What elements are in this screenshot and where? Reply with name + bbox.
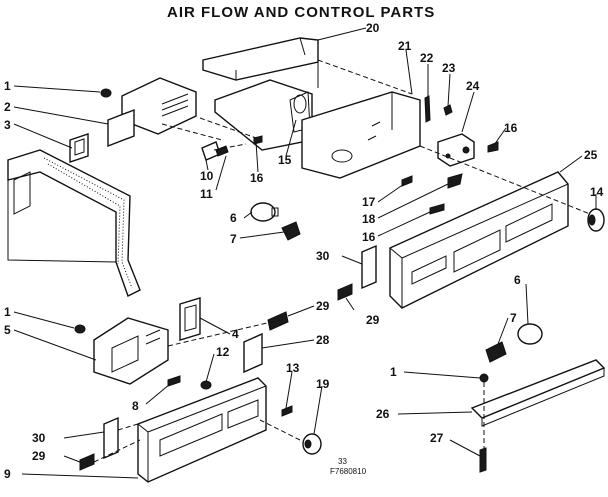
callout-29-a: 29 [316,299,330,313]
part-screw-27 [479,447,487,473]
callout-12: 12 [216,345,230,359]
callout-16-b: 16 [504,121,518,135]
part-light-bulb-lower [517,323,543,345]
part-lower-control-panel [137,377,267,483]
callout-11: 11 [200,187,213,201]
part-duct-cover [202,37,319,88]
callout-1-lower: 1 [4,305,11,319]
callout-29-b: 29 [366,313,380,327]
callout-9: 9 [4,467,11,481]
callout-15: 15 [278,153,292,167]
callout-21: 21 [398,39,412,53]
callout-17: 17 [362,195,376,209]
part-bulb-socket-upper [281,221,301,241]
callout-26: 26 [376,407,390,421]
part-screw-1-upper [100,88,112,98]
callout-4: 4 [232,327,239,341]
part-light-socket [201,141,229,161]
callout-18: 18 [362,212,376,226]
part-lower-damper [93,317,169,385]
callout-1-shield: 1 [390,365,397,379]
callout-19: 19 [316,377,330,391]
part-upper-damper [107,77,197,148]
part-screw-1-lower [74,324,86,334]
part-screw-1-shield [479,373,489,383]
assembly-dashed-lines [93,59,591,463]
callout-labels: 1 2 3 20 21 22 23 24 15 16 16 10 11 6 7 … [4,21,604,481]
callout-20: 20 [366,21,380,35]
part-light-shield [470,359,606,427]
part-screw-29-lower [79,453,95,471]
callout-6-upper: 6 [230,211,237,225]
callout-23: 23 [442,61,456,75]
callout-7-upper: 7 [230,232,237,246]
part-light-bulb-upper [250,202,279,222]
part-upper-control-panel [389,171,569,309]
part-bulb-socket-lower [485,341,507,363]
callout-27: 27 [430,431,444,445]
callout-25: 25 [584,148,598,162]
footer-code-a: 33 [338,457,347,466]
callout-24: 24 [466,79,480,93]
part-control-bracket [301,91,421,179]
callout-28: 28 [316,333,330,347]
part-thermostat-control [437,133,475,167]
leader-lines [13,27,597,479]
part-clip-lower [103,416,119,460]
callout-10: 10 [200,169,214,183]
part-small-hardware-lower [167,375,212,390]
part-control-knob-upper [587,208,605,232]
part-baffle-housing [214,79,313,151]
callout-5: 5 [4,323,11,337]
part-screw-29-upper [337,283,353,301]
callout-16-c: 16 [362,230,376,244]
part-control-knob-lower [302,433,322,455]
part-retainer-lower [179,297,201,341]
part-clip-upper [361,244,377,290]
callout-7-lower: 7 [510,311,517,325]
callout-2: 2 [4,100,11,114]
part-bracket-lower [243,332,263,374]
callout-16-a: 16 [250,171,264,185]
part-retainer-upper [69,133,89,163]
part-screw-29-mid [267,311,289,331]
footer-code-b: F7680810 [330,467,367,476]
callout-29-lower: 29 [32,449,46,463]
diagram-title: AIR FLOW AND CONTROL PARTS [167,4,435,21]
callout-8: 8 [132,399,139,413]
callout-1-upper: 1 [4,79,11,93]
callout-14: 14 [590,185,604,199]
callout-30-upper: 30 [316,249,330,263]
callout-22: 22 [420,51,434,65]
part-freezer-liner [7,149,141,297]
callout-3: 3 [4,118,11,132]
callout-30-lower: 30 [32,431,46,445]
part-small-clip-13 [281,405,293,417]
callout-6-lower: 6 [514,273,521,287]
callout-13: 13 [286,361,300,375]
